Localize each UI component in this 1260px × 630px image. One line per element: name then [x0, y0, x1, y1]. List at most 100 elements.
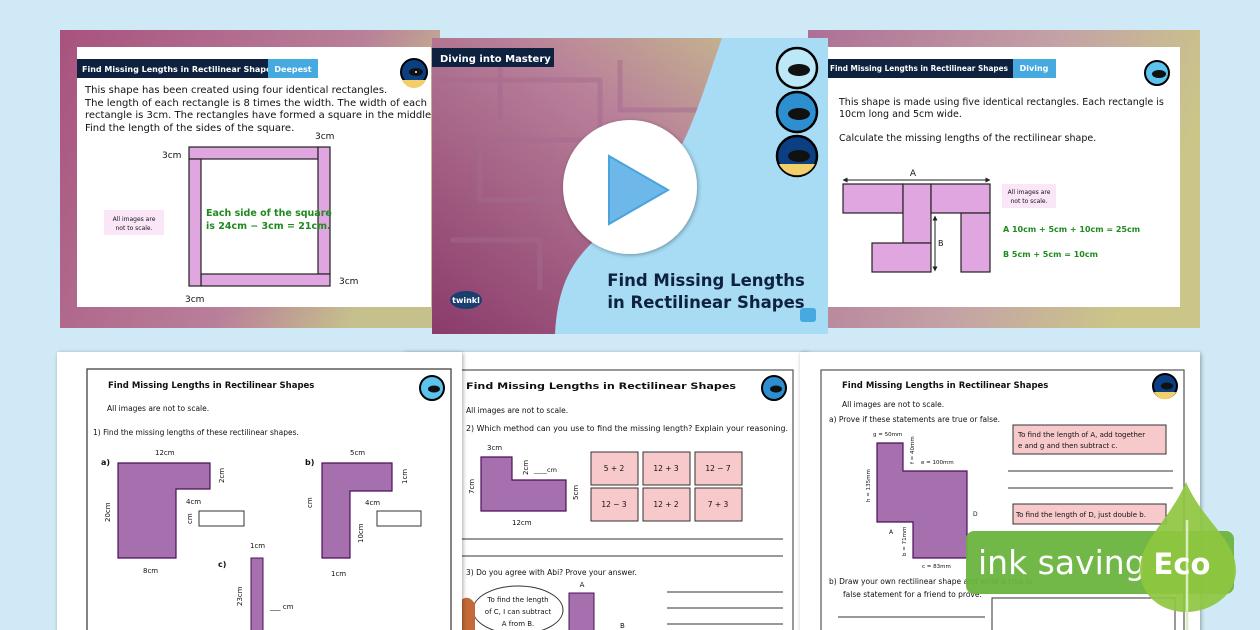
answer-line: A 10cm + 5cm + 10cm = 25cm [1003, 225, 1140, 234]
dimension-label: 2cm [218, 468, 226, 483]
dimension-label: e = 100mm [921, 460, 954, 466]
dimension-label: 20cm [104, 502, 112, 522]
scale-note-text: All images are [1008, 189, 1051, 196]
dimension-label: 8cm [143, 567, 158, 575]
header-badge [268, 59, 318, 78]
header-badge-label: Diving [1020, 64, 1049, 73]
option-label: 12 − 7 [705, 464, 731, 473]
dimension-label: 3cm [487, 444, 502, 452]
dimension-label: b = 71mm [902, 527, 908, 556]
option-card[interactable] [590, 451, 639, 486]
problem-line: Calculate the missing lengths of the rec… [839, 133, 1096, 144]
question-text: 2) Which method can you use to find the … [466, 424, 788, 433]
label-b: B [938, 239, 944, 248]
scale-note [1002, 184, 1056, 208]
scale-note-text: All images are not to scale. [466, 406, 568, 415]
dimension-label: D [973, 511, 978, 518]
dimension-label: A [889, 529, 894, 536]
answer-line: Each side of the square [206, 208, 332, 219]
submarine-diving-icon [1144, 60, 1170, 86]
question-text: false statement for a friend to prove. [843, 590, 982, 599]
problem-line: The length of each rectangle is 8 times … [84, 98, 427, 109]
submarine-deepest-icon [1152, 373, 1178, 400]
problem-line: rectangle is 3cm. The rectangles have fo… [85, 110, 434, 121]
worksheet-1[interactable]: Find Missing Lengths in Rectilinear Shap… [57, 352, 462, 630]
submarine-deepest-icon [400, 58, 428, 89]
tag-label-bg [432, 48, 554, 67]
dimension-label: 4cm [186, 498, 201, 506]
option-card[interactable] [590, 487, 639, 522]
scale-note-text: not to scale. [1010, 198, 1047, 205]
question-text: 3) Do you agree with Abi? Prove your ans… [466, 568, 637, 577]
submarine-diving-icon [419, 375, 445, 401]
option-label: 7 + 3 [708, 500, 729, 509]
option-card[interactable] [642, 487, 691, 522]
option-label: 5 + 2 [604, 464, 625, 473]
dimension-label: 1cm [331, 570, 346, 578]
dimension-label: 4cm [365, 499, 380, 507]
twinkl-small-logo [800, 308, 816, 322]
problem-line: This shape is made using five identical … [838, 97, 1164, 108]
label-b: B [620, 622, 625, 630]
slide-title-text: Find Missing Lengths [607, 271, 805, 290]
option-card[interactable] [694, 487, 743, 522]
header-title: Find Missing Lengths in Rectilinear Shap… [82, 65, 276, 74]
label-a: A [910, 169, 917, 179]
play-icon [608, 154, 671, 226]
scale-note-text: All images are not to scale. [842, 400, 944, 409]
answer-line: is 24cm − 3cm = 21cm. [206, 221, 331, 232]
method-options: 5 + 2 12 + 3 12 − 7 12 − 3 12 + 2 7 + 3 [590, 451, 743, 522]
option-card[interactable] [642, 451, 691, 486]
slide-title-text: in Rectilinear Shapes [607, 293, 804, 312]
dimension-label: h = 135mm [866, 469, 872, 502]
slide-title[interactable]: Diving into Mastery Find Missing Lengths… [432, 38, 828, 334]
problem-line: 10cm long and 5cm wide. [839, 109, 962, 120]
play-button[interactable] [563, 120, 697, 254]
drawing-box[interactable] [991, 597, 1176, 630]
option-card[interactable] [694, 451, 743, 486]
five-rectangles-shape [842, 183, 991, 273]
dimension-label: 7cm [468, 479, 476, 494]
dimension-label: 3cm [185, 295, 204, 305]
slide-deepest[interactable]: Find Missing Lengths in Rectilinear Shap… [60, 30, 440, 328]
speech-text: To find the length [486, 596, 548, 604]
missing-length-blank[interactable]: ____cm [533, 466, 557, 474]
page-border [86, 368, 452, 630]
answer-box[interactable] [198, 510, 245, 527]
dimension-label: 2cm [522, 460, 530, 475]
statement-text: To find the length of A, add together [1017, 431, 1145, 439]
l-shape-b [321, 462, 393, 559]
option-label: 12 − 3 [601, 500, 627, 509]
dimension-label: 1cm [401, 469, 409, 484]
scale-note-text: All images are [113, 216, 156, 223]
speech-text: of C, I can subtract [485, 608, 552, 616]
eco-label: Eco [1154, 547, 1211, 581]
svg-text:twinkl: twinkl [452, 296, 480, 305]
dimension-label: 3cm [339, 277, 358, 287]
problem-line: Find the length of the sides of the squa… [85, 123, 294, 134]
statement-card [1012, 503, 1167, 525]
worksheet-2[interactable]: Find Missing Lengths in Rectilinear Shap… [404, 352, 808, 630]
rectangle-shape [568, 592, 595, 630]
question-text: b) Draw your own rectilinear shape and w… [829, 577, 1035, 586]
missing-length-blank: cm [186, 513, 194, 524]
header-title: Find Missing Lengths in Rectilinear Shap… [830, 64, 1009, 73]
dimension-label: f = 40mm [910, 436, 916, 464]
option-label: 12 + 2 [653, 500, 679, 509]
dimension-label: 12cm [512, 519, 532, 527]
part-label: b) [305, 458, 314, 467]
slide-diving[interactable]: Find Missing Lengths in Rectilinear Shap… [808, 30, 1200, 328]
header-bar [827, 59, 1013, 78]
dimension-label: 5cm [350, 449, 365, 457]
scale-note-text: not to scale. [115, 225, 152, 232]
answer-box[interactable] [376, 510, 422, 527]
label-a: A [580, 581, 585, 589]
submarine-deeper-icon [775, 90, 819, 134]
part-label: a) [101, 458, 110, 467]
submarine-deeper-icon [761, 375, 787, 401]
dimension-label: 23cm [236, 586, 244, 606]
statement-card [1012, 424, 1167, 455]
maze-pattern [440, 60, 700, 290]
missing-length-blank: cm [306, 497, 314, 508]
